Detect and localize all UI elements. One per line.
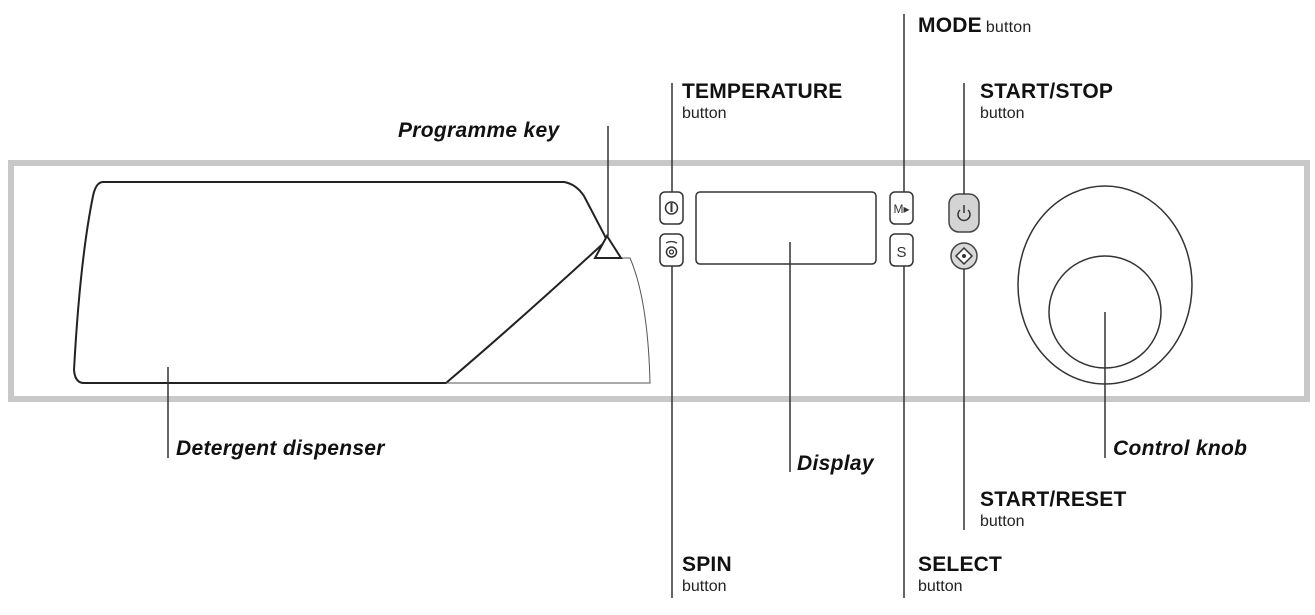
label-spin-title: SPIN: [682, 553, 732, 576]
label-select-title: SELECT: [918, 553, 1003, 576]
label-spin: SPIN button: [682, 554, 732, 595]
label-mode-title: MODE: [918, 14, 982, 37]
label-start-stop: START/STOP button: [980, 81, 1113, 122]
label-mode-sub: button: [985, 19, 1032, 36]
detergent-dispenser-tail: [446, 257, 651, 384]
spin-button[interactable]: [659, 233, 684, 267]
spin-icon: [665, 246, 678, 258]
label-spin-sub: button: [682, 578, 727, 595]
label-start-stop-title: START/STOP: [980, 80, 1114, 103]
label-start-reset-sub: button: [980, 513, 1025, 530]
start-reset-button[interactable]: [950, 242, 978, 270]
label-control-knob: Control knob: [1113, 437, 1248, 460]
label-start-reset: START/RESET button: [980, 489, 1126, 530]
power-icon: [957, 209, 971, 222]
thermometer-icon: [664, 201, 679, 215]
label-temperature-title: TEMPERATURE: [682, 80, 843, 103]
label-programme-key: Programme key: [398, 119, 560, 142]
select-button-glyph: S: [896, 244, 906, 261]
label-temperature: TEMPERATURE button: [682, 81, 842, 122]
detergent-dispenser-drawer: [72, 181, 609, 384]
display-screen: [695, 191, 877, 265]
start-stop-button[interactable]: [948, 193, 980, 233]
label-start-stop-sub: button: [980, 105, 1025, 122]
label-detergent-dispenser: Detergent dispenser: [176, 437, 385, 460]
label-select: SELECT button: [918, 554, 1002, 595]
label-temperature-sub: button: [682, 105, 727, 122]
programme-key[interactable]: [593, 234, 623, 259]
label-select-sub: button: [918, 578, 963, 595]
control-panel-frame: [8, 160, 1310, 402]
select-button[interactable]: S: [889, 233, 914, 267]
label-start-reset-title: START/RESET: [980, 488, 1127, 511]
mode-button[interactable]: M▸: [889, 191, 914, 225]
temperature-button[interactable]: [659, 191, 684, 225]
mode-button-glyph: M▸: [893, 202, 909, 216]
label-display: Display: [797, 452, 874, 475]
